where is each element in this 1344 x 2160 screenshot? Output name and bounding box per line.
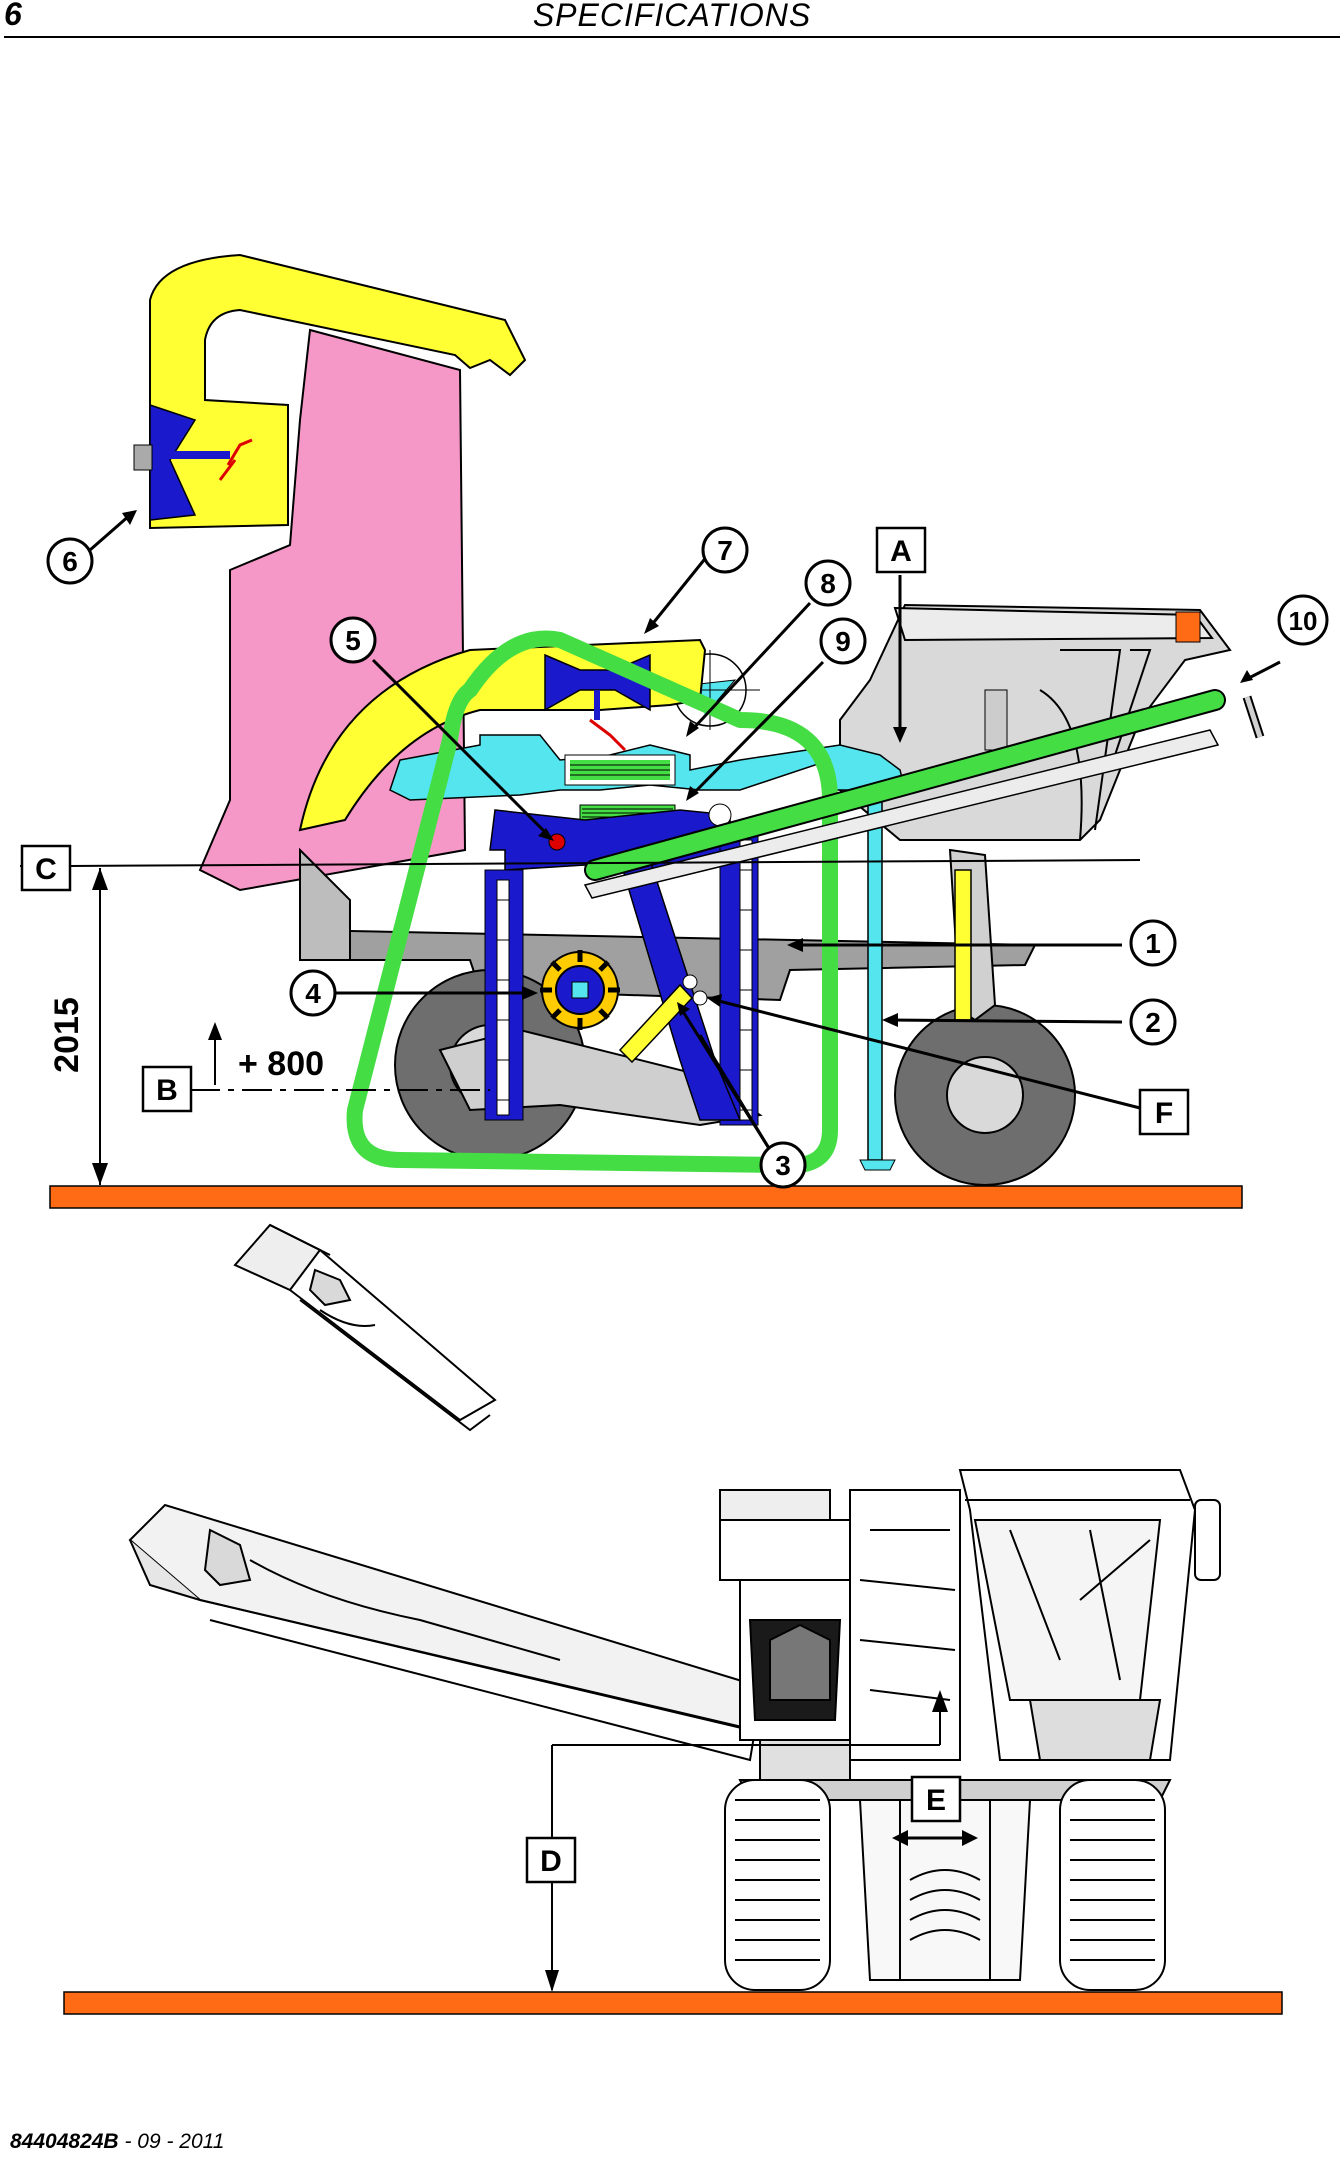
dimension-2015: 2015 [48, 997, 86, 1073]
callout-2-circle [1129, 998, 1177, 1046]
left-chassis-arm [299, 847, 351, 961]
callouts: 6 7 8 9 5 10 1 2 4 3 [46, 526, 1329, 1189]
label-e-box [910, 1775, 962, 1823]
section-title: SPECIFICATIONS [532, 0, 812, 33]
callout-3: 3 [775, 1150, 791, 1181]
upper-yellow-spout [149, 253, 527, 530]
label-f-box [1138, 1088, 1190, 1136]
callout-6-circle [46, 537, 94, 585]
label-d: D [540, 1845, 562, 1878]
callout-4: 4 [305, 978, 321, 1009]
label-b-box [141, 1065, 193, 1113]
conveyor-detail-sketch [233, 1223, 497, 1432]
callout-5: 5 [345, 625, 361, 656]
footer-doc-code: 84404824B - 09 - 2011 [10, 2130, 224, 2154]
callout-1: 1 [1145, 928, 1161, 959]
beacon-light [1175, 611, 1201, 643]
yellow-cylinder [618, 983, 694, 1064]
red-marker [548, 833, 566, 851]
callout-9-circle [819, 617, 867, 665]
upper-fan-hub [133, 444, 153, 471]
cab-roof [893, 606, 1214, 642]
page-number: 6 [4, 0, 22, 32]
callout-3-circle [759, 1141, 807, 1189]
cyan-column [867, 789, 883, 1161]
label-a-box [875, 526, 927, 574]
label-d-box [525, 1836, 577, 1884]
callout-5-circle [329, 616, 377, 664]
label-b: B [156, 1074, 178, 1107]
callout-10-circle [1277, 594, 1329, 646]
label-a: A [890, 535, 912, 568]
label-c-box [20, 844, 72, 892]
ground-lower [63, 1991, 1283, 2015]
machine-front-view [128, 1469, 1221, 1991]
callout-1-circle [1129, 919, 1177, 967]
doc-date: - 09 - 2011 [118, 2130, 225, 2153]
callout-4-circle [289, 969, 337, 1017]
doc-code: 84404824B [10, 2130, 119, 2153]
callout-8-circle [804, 559, 852, 607]
green-conveyor-loop [346, 630, 838, 1174]
callout-8: 8 [820, 568, 836, 599]
callout-9: 9 [835, 626, 851, 657]
level-c-line [69, 859, 1141, 867]
header-rule [4, 36, 1340, 38]
label-e: E [926, 1784, 946, 1817]
label-f: F [1155, 1097, 1173, 1130]
callout-7-circle [701, 526, 749, 574]
callout-7: 7 [717, 535, 733, 566]
dimension-plus-800: + 800 [238, 1045, 324, 1083]
callout-6: 6 [62, 546, 78, 577]
upper-fan-blue [149, 403, 197, 521]
label-c: C [35, 853, 57, 886]
callout-10: 10 [1289, 606, 1318, 636]
callout-2: 2 [1145, 1007, 1161, 1038]
ground-upper [49, 1185, 1243, 1209]
